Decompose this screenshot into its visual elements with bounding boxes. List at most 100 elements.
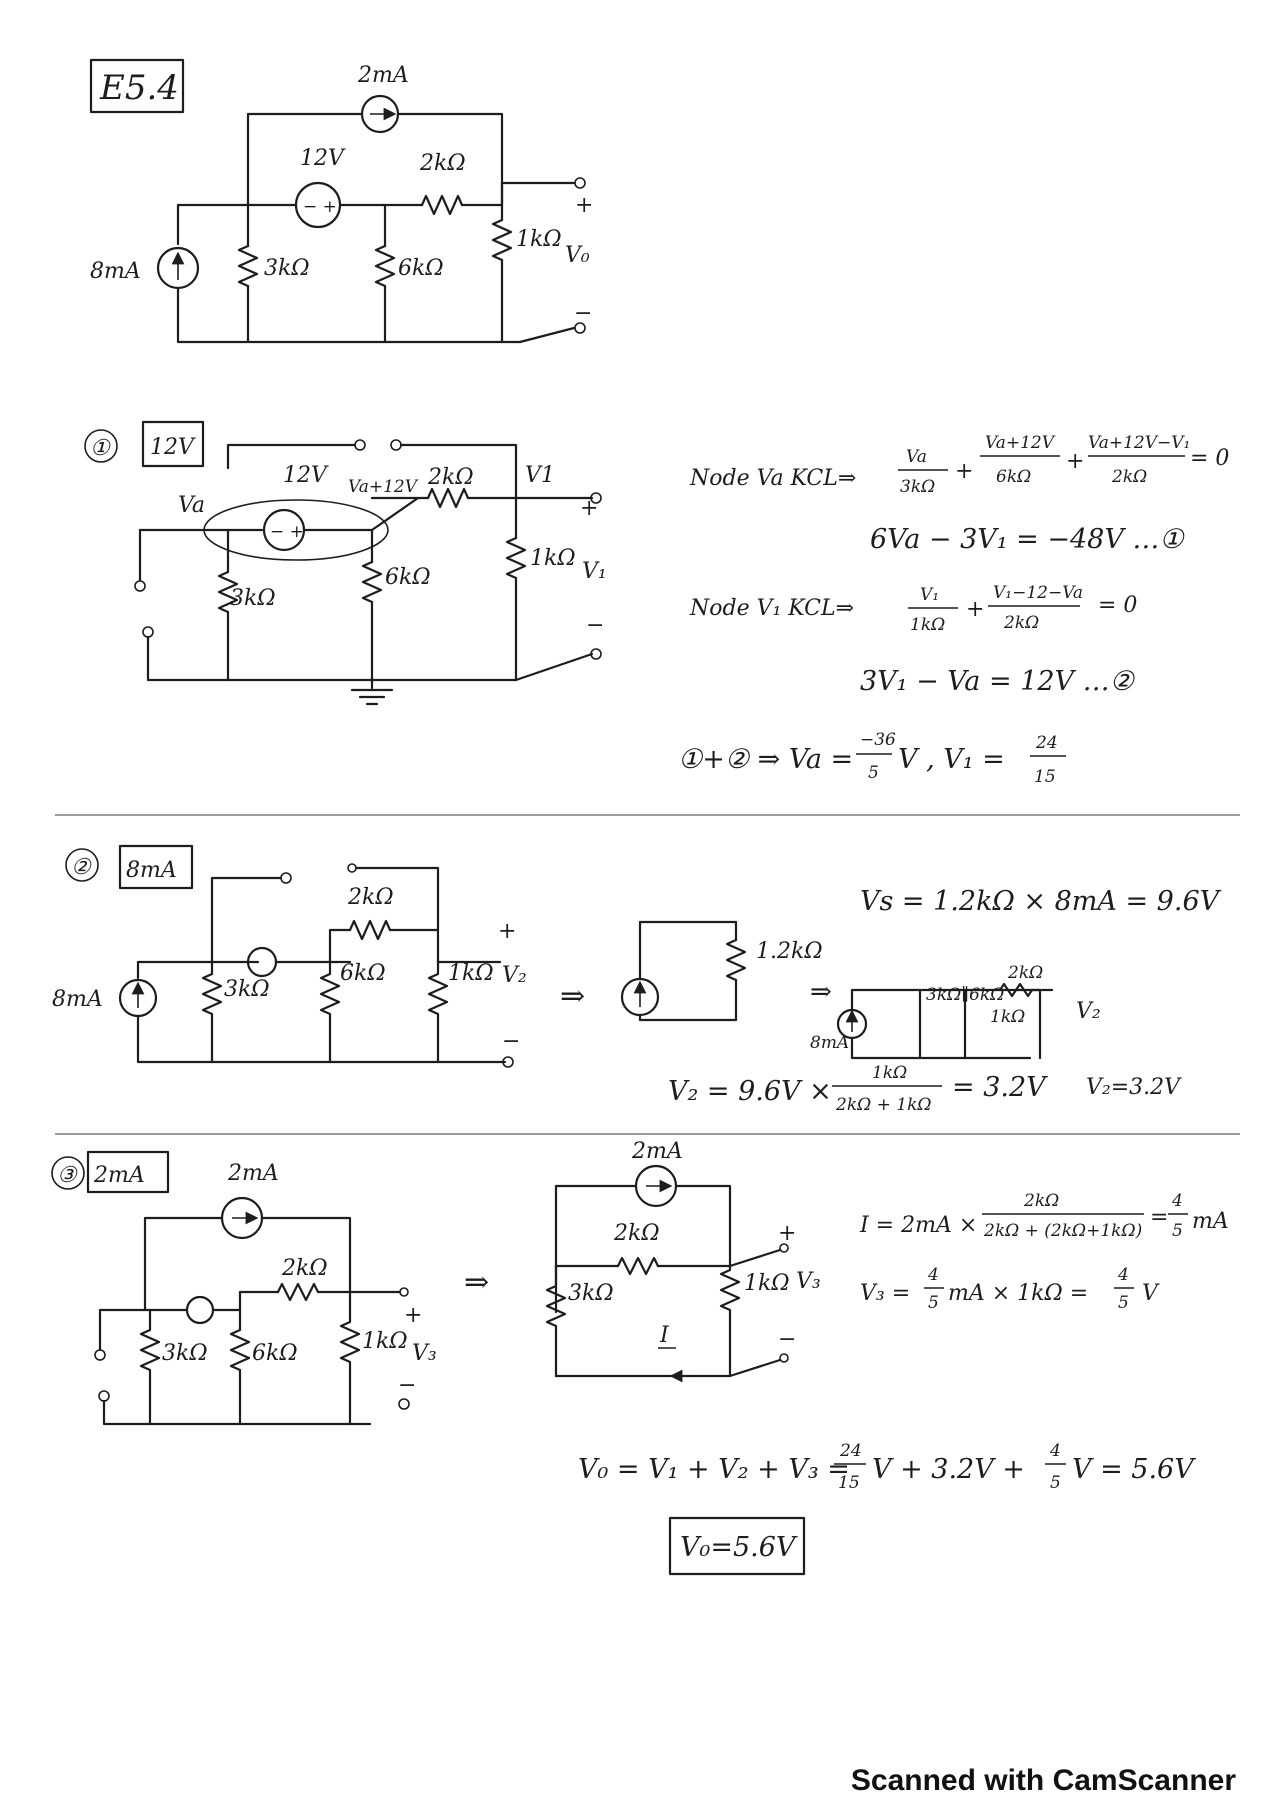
svg-text:− +: − + [270, 522, 304, 542]
step2-num: ② [71, 855, 92, 880]
step2-v2-lead: V₂ = 9.6V × [668, 1076, 832, 1107]
svg-text:24: 24 [1035, 733, 1058, 753]
svg-text:1kΩ: 1kΩ [872, 1063, 907, 1083]
svg-text:5: 5 [1050, 1473, 1061, 1493]
step3-box-label: 2mA [93, 1163, 145, 1188]
resistor-icon [229, 1308, 251, 1426]
step1-box-label: 12V [150, 435, 196, 460]
current-source-icon [360, 94, 400, 134]
step2-mini-r3: 1kΩ [990, 1007, 1025, 1027]
svg-text:−: − [586, 613, 604, 638]
top-r1-label: 3kΩ [264, 256, 310, 281]
svg-text:V₁: V₁ [920, 585, 939, 605]
svg-text:+: + [1066, 449, 1084, 474]
step1-node-a: Va [178, 493, 205, 518]
step3-num: ③ [57, 1163, 78, 1188]
svg-text:5: 5 [868, 763, 879, 783]
resistor-icon [237, 244, 259, 288]
svg-text:15: 15 [838, 1473, 860, 1493]
svg-text:+: + [580, 496, 598, 521]
svg-text:4: 4 [927, 1265, 939, 1285]
svg-text:V₁−12−Va: V₁−12−Va [993, 583, 1083, 603]
svg-text:5: 5 [1118, 1293, 1129, 1313]
step2-circuit: ② 8mA 2kΩ + 8mA 3kΩ 6kΩ 1kΩ V₂ − ⇒ [52, 844, 1222, 1115]
step2-r1-label: 3kΩ [224, 977, 270, 1002]
svg-text:2kΩ: 2kΩ [1003, 613, 1039, 633]
answer-box [668, 1516, 806, 1576]
svg-text:−: − [398, 1373, 416, 1398]
svg-text:=: = [1150, 1205, 1168, 1230]
resistor-icon [616, 1256, 660, 1276]
resistor-icon [348, 919, 392, 941]
svg-text:V = 5.6V: V = 5.6V [1072, 1454, 1196, 1485]
resistor-icon [339, 1290, 361, 1426]
svg-text:⇒: ⇒ [810, 977, 832, 1007]
step1-num: ① [90, 436, 111, 461]
resistor-icon [361, 560, 383, 604]
step3-rseries-label: 2kΩ [281, 1256, 328, 1281]
svg-text:4: 4 [1049, 1441, 1061, 1461]
svg-text:Va+12V−V₁: Va+12V−V₁ [1088, 433, 1190, 453]
svg-text:24: 24 [839, 1441, 862, 1461]
top-circuit: 2mA − + 12V 2kΩ + 8mA 3kΩ 6kΩ 1kΩ [90, 63, 593, 344]
step1-v1-top: V1 [525, 463, 555, 488]
resistor-icon [725, 938, 747, 982]
step3-src-label: 2mA [227, 1161, 279, 1186]
svg-text:mA: mA [1192, 1209, 1229, 1234]
svg-text:V: V [1142, 1281, 1160, 1306]
step2-req-label: 1.2kΩ [756, 939, 823, 964]
svg-text:2kΩ: 2kΩ [1111, 467, 1147, 487]
svg-text:2kΩ: 2kΩ [613, 1221, 660, 1246]
problem-label: E5.4 [99, 68, 179, 108]
eq3-lead: Node V₁ KCL⇒ [689, 596, 854, 621]
svg-text:= 0: = 0 [1190, 446, 1229, 471]
svg-text:1kΩ: 1kΩ [910, 615, 945, 635]
svg-text:5: 5 [928, 1293, 939, 1313]
step3-r2-label: 6kΩ [252, 1341, 298, 1366]
svg-text:− +: − + [303, 197, 337, 217]
step3-r1-label: 3kΩ [162, 1341, 208, 1366]
final-answer: V₀ = V₁ + V₂ + V₃ = 24 15 V + 3.2V + 4 5… [578, 1441, 1196, 1576]
step2-vs-eq: Vs = 1.2kΩ × 8mA = 9.6V [860, 886, 1222, 917]
eq1-lead: Node Va KCL⇒ [689, 466, 856, 491]
svg-text:V₂: V₂ [1076, 999, 1101, 1024]
step1-box [141, 420, 205, 468]
step1-r1-label: 3kΩ [230, 586, 276, 611]
short-circuit-icon [185, 1295, 215, 1325]
svg-text:Va: Va [906, 447, 927, 467]
top-src-label: 2mA [357, 63, 409, 88]
resistor-icon [374, 244, 396, 288]
svg-text:4: 4 [1117, 1265, 1129, 1285]
svg-text:+: + [404, 1303, 422, 1328]
resistor-icon [426, 487, 470, 509]
current-source-icon [620, 977, 660, 1017]
step2-rseries-label: 2kΩ [347, 885, 394, 910]
step1-equations: Node Va KCL⇒ Va 3kΩ + Va+12V 6kΩ + Va+12… [678, 433, 1229, 787]
top-r2-label: 6kΩ [398, 256, 444, 281]
resistor-icon [217, 570, 239, 614]
svg-text:+: + [955, 459, 973, 484]
resistor-icon [998, 982, 1034, 998]
svg-text:+: + [778, 1221, 796, 1246]
svg-text:−: − [778, 1327, 796, 1352]
step2-out-label: V₂ [502, 963, 527, 988]
step3-current-label: I [659, 1323, 670, 1348]
step3-r3-label: 1kΩ [362, 1329, 408, 1354]
step3-box [86, 1150, 170, 1194]
resistor-icon [319, 960, 341, 1064]
step3-out-label: V₃ [412, 1341, 437, 1366]
svg-text:15: 15 [1034, 767, 1056, 787]
svg-text:V , V₁ =: V , V₁ = [898, 744, 1005, 775]
step1-r2-label: 6kΩ [385, 565, 431, 590]
svg-text:V + 3.2V +: V + 3.2V + [872, 1454, 1025, 1485]
step1-vsrc-label: 12V [283, 463, 329, 488]
step1-r3-label: 1kΩ [530, 546, 576, 571]
step2-mini-r2: 2kΩ [1007, 963, 1043, 983]
step2-box [118, 844, 194, 890]
eq4: 3V₁ − Va = 12V …② [860, 666, 1136, 697]
final-answer-text: V₀=5.6V [680, 1532, 798, 1563]
svg-text:−36: −36 [860, 730, 896, 750]
resistor-icon [201, 960, 223, 1064]
